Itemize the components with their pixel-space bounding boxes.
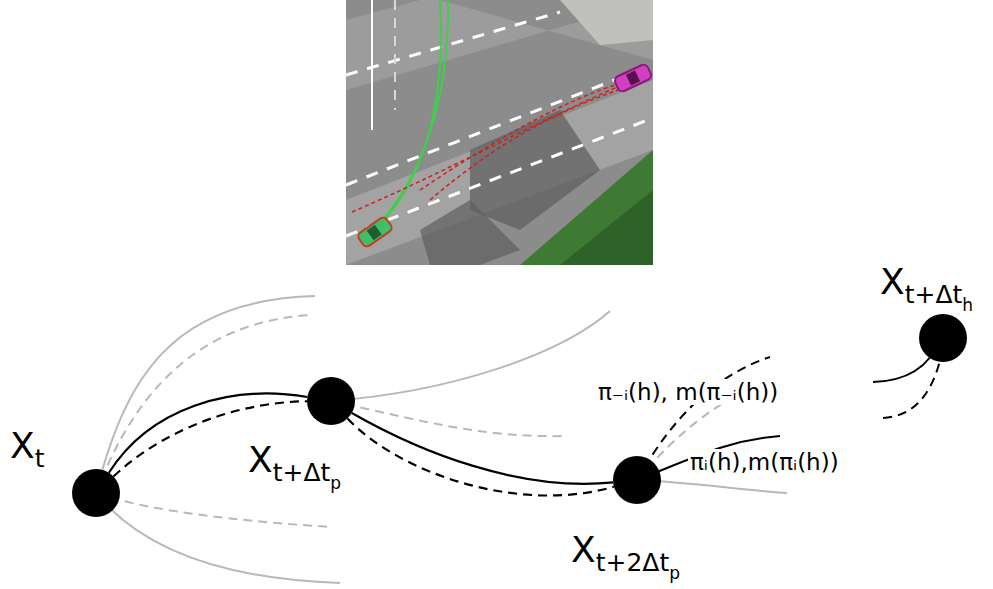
state-node: Xt+Δth: [919, 314, 967, 362]
policy-label: πᵢ(h),m(πᵢ(h)): [688, 449, 841, 475]
state-subscript: t+Δt: [273, 458, 331, 487]
state-subscript: t: [35, 444, 45, 473]
state-node: Xt+Δtp: [307, 377, 355, 425]
state-label: Xt: [10, 428, 44, 464]
state-subscript: p: [330, 473, 341, 493]
state-label: Xt+Δtp: [248, 442, 341, 478]
trajectory-connector: [347, 418, 613, 495]
state-node: Xt+2Δtp: [613, 456, 661, 504]
state-subscript: p: [669, 563, 680, 583]
state-symbol: X: [10, 425, 35, 466]
state-label: Xt+Δth: [880, 264, 973, 300]
trajectory-connector: [352, 413, 613, 484]
state-node: Xt: [72, 469, 120, 517]
state-subscript: h: [962, 295, 973, 315]
state-label: Xt+2Δtp: [571, 532, 680, 568]
state-subscript: t+2Δt: [596, 548, 670, 577]
state-symbol: X: [880, 261, 905, 302]
state-symbol: X: [248, 439, 273, 480]
policy-label: π₋ᵢ(h), m(π₋ᵢ(h)): [596, 379, 780, 405]
state-subscript: t+Δt: [905, 280, 963, 309]
state-symbol: X: [571, 529, 596, 570]
